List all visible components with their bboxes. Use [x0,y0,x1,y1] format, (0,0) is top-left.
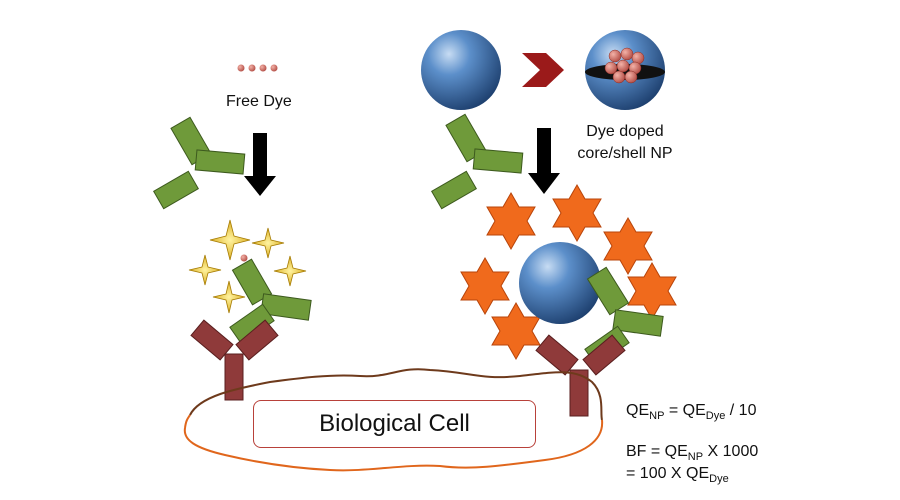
cell-membrane [183,368,604,472]
bound-antibody-left [229,258,312,345]
equation-bf-line2: = 100 X QEDye [626,465,729,485]
biological-cell-box: Biological Cell [253,400,536,448]
np-label-line1: Dye doped [586,123,664,140]
equation-bf: BF = QENP X 1000 [626,443,758,463]
bf-tail: X 1000 [703,443,759,460]
dye-doped-nanoparticle [585,30,665,110]
receptor-right [535,334,626,417]
biological-cell-label: Biological Cell [319,410,470,437]
equation-qe-np: QENP = QEDye / 10 [626,402,756,422]
free-antibody-right [430,113,524,210]
sparkle-dye-cluster [188,219,307,314]
qe-np-main: QE [626,402,650,419]
star-dye-cluster [460,183,677,361]
qe-np-tail: / 10 [725,402,757,419]
core-nanoparticle [421,30,501,110]
free-antibody-left [152,116,246,210]
down-arrow-left [244,133,276,196]
bound-nanoparticle [519,242,601,324]
bf2-sub: Dye [709,473,729,486]
qe-np-eq: = QE [664,402,706,419]
bf-sub: NP [687,451,704,464]
down-arrow-right [528,128,560,194]
free-dye-dots [237,64,278,72]
np-label-line2: core/shell NP [577,145,673,162]
free-dye-label: Free Dye [226,93,292,110]
qe-dye-sub: Dye [705,410,726,423]
dye-dot-bound [240,254,248,262]
bf2-head: = 100 X QE [626,465,710,482]
qe-np-sub: NP [649,410,665,423]
dye-doped-np-label: Dye doped core/shell NP [570,121,680,165]
bf-head: BF = QE [626,443,688,460]
transform-chevron [522,53,564,87]
